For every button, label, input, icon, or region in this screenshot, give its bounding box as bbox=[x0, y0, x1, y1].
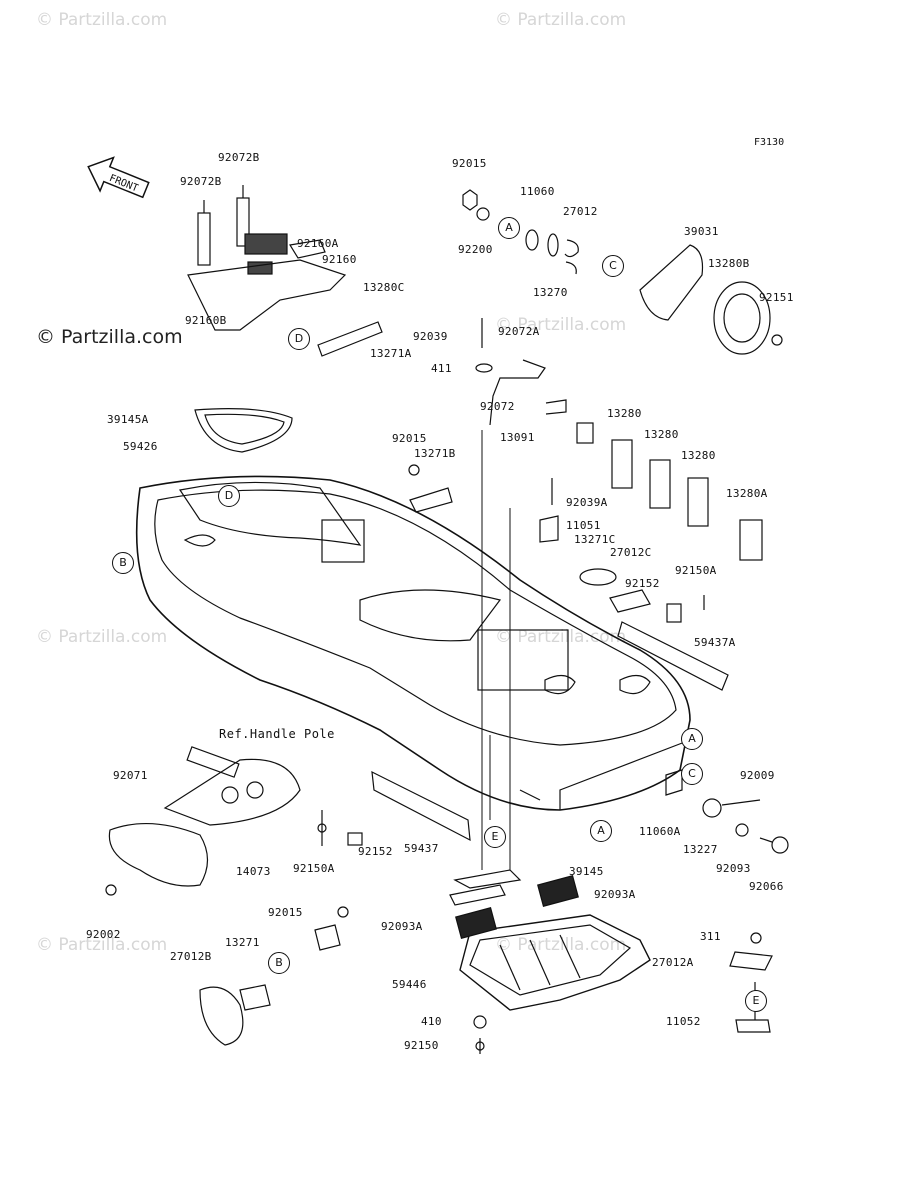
watermark: © Partzilla.com bbox=[495, 627, 627, 647]
part-label: 13271 bbox=[225, 936, 260, 949]
part-label: 92039A bbox=[566, 496, 608, 509]
part-label: 11052 bbox=[666, 1015, 701, 1028]
part-label: 410 bbox=[421, 1015, 442, 1028]
callout-b: B bbox=[112, 552, 134, 574]
bracket-parts bbox=[408, 318, 763, 691]
part-label: 92160 bbox=[322, 253, 357, 266]
part-label: 39145A bbox=[107, 413, 149, 426]
part-label: 92151 bbox=[759, 291, 794, 304]
hull-59426 bbox=[135, 475, 691, 811]
front-arrow-icon: FRONT bbox=[87, 156, 150, 199]
part-label: 92072A bbox=[498, 325, 540, 338]
callout-e: E bbox=[745, 990, 767, 1012]
callout-d: D bbox=[288, 328, 310, 350]
part-label: 92066 bbox=[749, 880, 784, 893]
callout-a: A bbox=[681, 728, 703, 750]
part-label: 92160A bbox=[297, 237, 339, 250]
part-label: 11060 bbox=[520, 185, 555, 198]
part-label: 27012 bbox=[563, 205, 598, 218]
watermark: © Partzilla.com bbox=[495, 315, 627, 335]
part-label: 11060A bbox=[639, 825, 681, 838]
part-label: 92150A bbox=[675, 564, 717, 577]
part-label: 14073 bbox=[236, 865, 271, 878]
part-label: 92039 bbox=[413, 330, 448, 343]
part-label: 13091 bbox=[500, 431, 535, 444]
part-label: 27012B bbox=[170, 950, 212, 963]
watermark: © Partzilla.com bbox=[36, 627, 168, 647]
part-label: 13280 bbox=[607, 407, 642, 420]
part-label: 13227 bbox=[683, 843, 718, 856]
right-lower-parts bbox=[665, 769, 789, 1033]
part-label: 92150A bbox=[293, 862, 335, 875]
watermark: © Partzilla.com bbox=[495, 935, 627, 955]
intake-grate-59446 bbox=[449, 869, 651, 1054]
part-label: 411 bbox=[431, 362, 452, 375]
part-label: 92160B bbox=[185, 314, 227, 327]
part-label: 13280 bbox=[681, 449, 716, 462]
plate-parts bbox=[199, 906, 349, 1046]
part-label: 92093A bbox=[594, 888, 636, 901]
fitting-parts bbox=[462, 189, 579, 275]
part-label: 92002 bbox=[86, 928, 121, 941]
callout-b: B bbox=[268, 952, 290, 974]
part-label: 92015 bbox=[392, 432, 427, 445]
part-label: 92072B bbox=[218, 151, 260, 164]
watermark: © Partzilla.com bbox=[495, 10, 627, 30]
watermark-dark: © Partzilla.com bbox=[36, 326, 183, 348]
callout-d: D bbox=[218, 485, 240, 507]
part-label: 92071 bbox=[113, 769, 148, 782]
part-label: 13280B bbox=[708, 257, 750, 270]
strake-59437 bbox=[371, 770, 471, 842]
part-label: 13271B bbox=[414, 447, 456, 460]
handle-pole-parts bbox=[105, 746, 327, 896]
vent-cover-parts bbox=[639, 244, 783, 355]
part-label: 13280A bbox=[726, 487, 768, 500]
callout-a: A bbox=[590, 820, 612, 842]
part-label: 311 bbox=[700, 930, 721, 943]
part-label: 27012A bbox=[652, 956, 694, 969]
part-label: 92015 bbox=[452, 157, 487, 170]
part-label: 92009 bbox=[740, 769, 775, 782]
part-label: 59437A bbox=[694, 636, 736, 649]
part-label: 13271A bbox=[370, 347, 412, 360]
part-label: 59446 bbox=[392, 978, 427, 991]
part-label: 92152 bbox=[358, 845, 393, 858]
part-label: 92015 bbox=[268, 906, 303, 919]
part-label: 13270 bbox=[533, 286, 568, 299]
part-label: 59426 bbox=[123, 440, 158, 453]
part-label: 39145 bbox=[569, 865, 604, 878]
part-label: 92072B bbox=[180, 175, 222, 188]
seal-ring-39145a bbox=[194, 408, 293, 453]
part-label: 92093A bbox=[381, 920, 423, 933]
part-label: 13280 bbox=[644, 428, 679, 441]
figure-code: F3130 bbox=[754, 137, 785, 148]
watermark: © Partzilla.com bbox=[36, 10, 168, 30]
callout-e: E bbox=[484, 826, 506, 848]
callout-c: C bbox=[602, 255, 624, 277]
part-label: 27012C bbox=[610, 546, 652, 559]
part-label: 92072 bbox=[480, 400, 515, 413]
part-label: 13271C bbox=[574, 533, 616, 546]
part-label: 92200 bbox=[458, 243, 493, 256]
part-label: 39031 bbox=[684, 225, 719, 238]
callout-c: C bbox=[681, 763, 703, 785]
reference-note: Ref.Handle Pole bbox=[219, 727, 335, 741]
strap-parts bbox=[187, 185, 383, 357]
part-label: 59437 bbox=[404, 842, 439, 855]
part-label: 92152 bbox=[625, 577, 660, 590]
part-label: 11051 bbox=[566, 519, 601, 532]
watermark: © Partzilla.com bbox=[36, 935, 168, 955]
part-label: 92150 bbox=[404, 1039, 439, 1052]
part-label: 92093 bbox=[716, 862, 751, 875]
callout-a: A bbox=[498, 217, 520, 239]
part-label: 13280C bbox=[363, 281, 405, 294]
